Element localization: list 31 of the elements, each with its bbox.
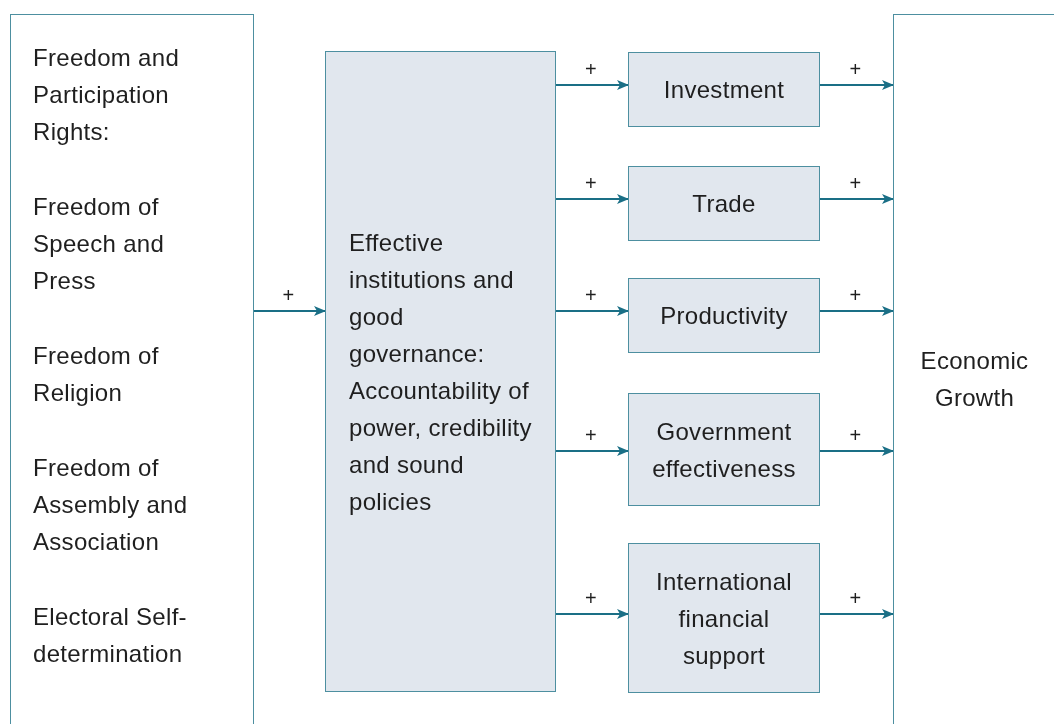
arrow: [555, 609, 629, 619]
process-box: [628, 278, 820, 353]
arrow: [555, 446, 629, 456]
node-text: Freedom of Religion: [33, 341, 160, 408]
arrow: [819, 306, 894, 316]
arrow: [555, 80, 629, 90]
node-text: Trade: [692, 189, 756, 219]
arrow: [819, 446, 894, 456]
arrow: [819, 609, 894, 619]
node-text: Electoral Self-determination: [33, 602, 188, 669]
process-box: [628, 393, 820, 506]
arrow: [555, 194, 629, 204]
node-text: Freedom of Assembly and Association: [33, 453, 189, 557]
node-text: Productivity: [660, 301, 788, 331]
arrow: [555, 306, 629, 316]
node-text: Freedom of Speech and Press: [33, 192, 166, 296]
arrow: [253, 306, 326, 316]
process-box: [628, 166, 820, 241]
panel-heading: Freedom and Participation Rights:: [33, 43, 181, 147]
process-box: [628, 52, 820, 127]
node-text: Economic Growth: [919, 346, 1030, 413]
arrow: [819, 194, 894, 204]
node-text: International financial support: [655, 566, 793, 671]
node-text: Government effectiveness: [651, 416, 797, 484]
panel-box: [893, 14, 1054, 724]
node-text: Effective institutions and good governance: Accountability of power, credibility and sound policies: [349, 227, 533, 517]
panel-box: [10, 14, 254, 724]
arrow: [819, 80, 894, 90]
process-box: [628, 543, 820, 693]
node-text: Investment: [663, 75, 785, 105]
panel-box: [325, 51, 556, 692]
